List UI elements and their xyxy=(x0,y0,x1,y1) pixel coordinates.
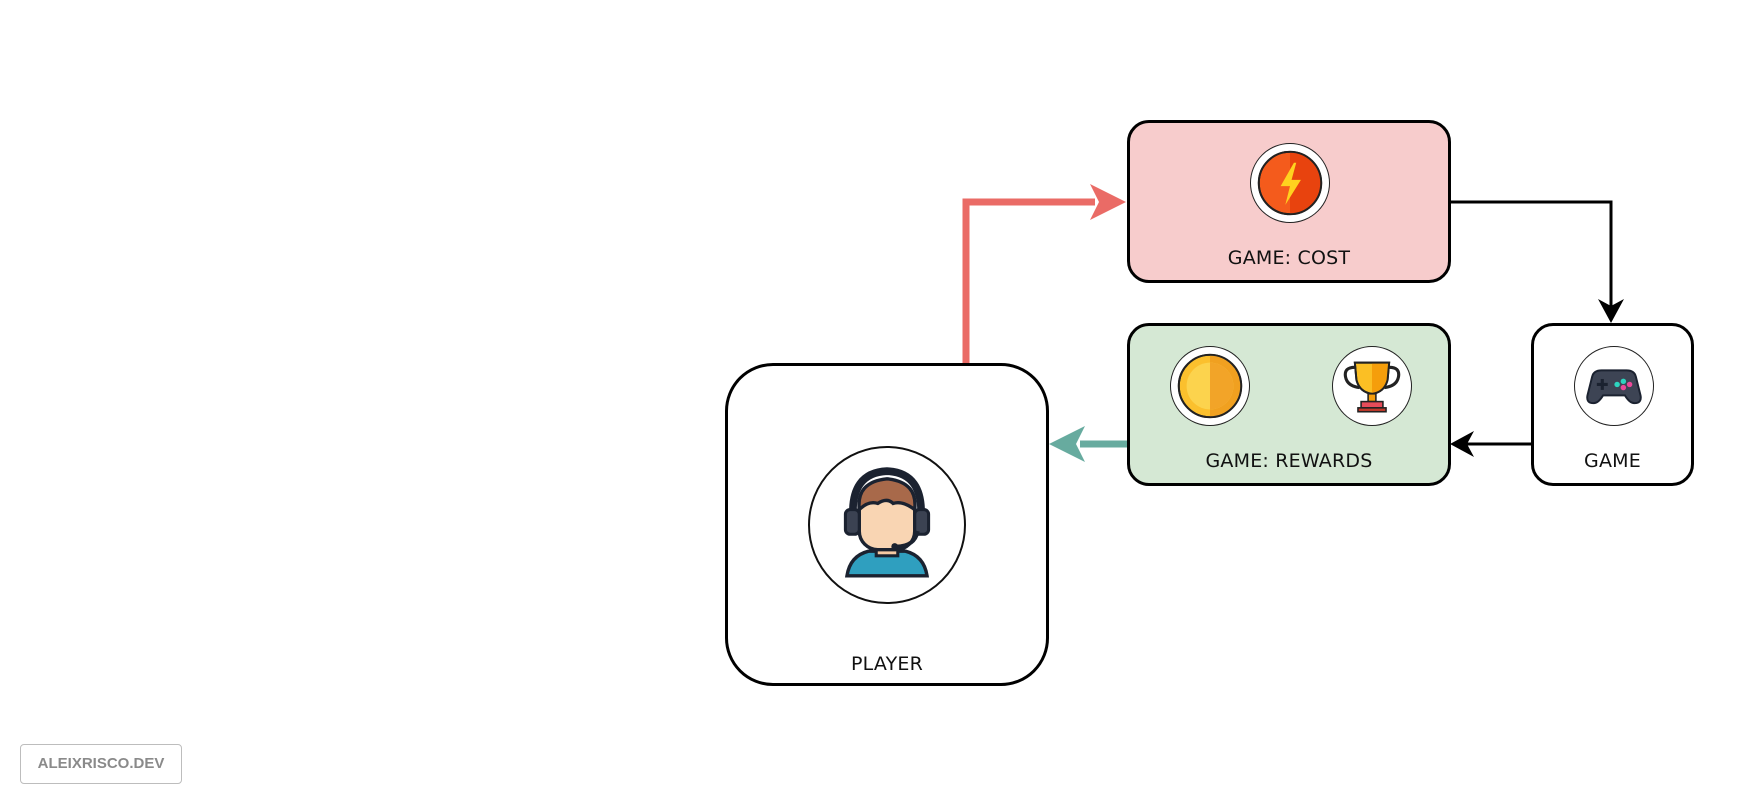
edge-rewards-to-player xyxy=(1049,426,1128,462)
game-rewards-node[interactable]: GAME: REWARDS xyxy=(1127,323,1451,486)
edge-game-to-rewards xyxy=(1450,431,1531,457)
trophy-icon xyxy=(1332,346,1412,426)
edge-player-to-cost xyxy=(962,184,1126,363)
energy-bolt-icon xyxy=(1250,143,1330,223)
player-node[interactable]: PLAYER xyxy=(725,363,1049,686)
game-cost-node[interactable]: GAME: COST xyxy=(1127,120,1451,283)
game-node[interactable]: GAME xyxy=(1531,323,1694,486)
player-label: PLAYER xyxy=(850,653,923,675)
game-rewards-label: GAME: REWARDS xyxy=(1205,450,1373,472)
gamer-headset-icon xyxy=(808,446,966,604)
game-cost-label: GAME: COST xyxy=(1227,247,1351,269)
edge-cost-to-game xyxy=(1450,200,1624,323)
watermark-badge: ALEIXRISCO.DEV xyxy=(20,744,182,784)
gamepad-icon xyxy=(1574,346,1654,426)
coin-icon xyxy=(1170,346,1250,426)
game-label: GAME xyxy=(1584,450,1641,472)
